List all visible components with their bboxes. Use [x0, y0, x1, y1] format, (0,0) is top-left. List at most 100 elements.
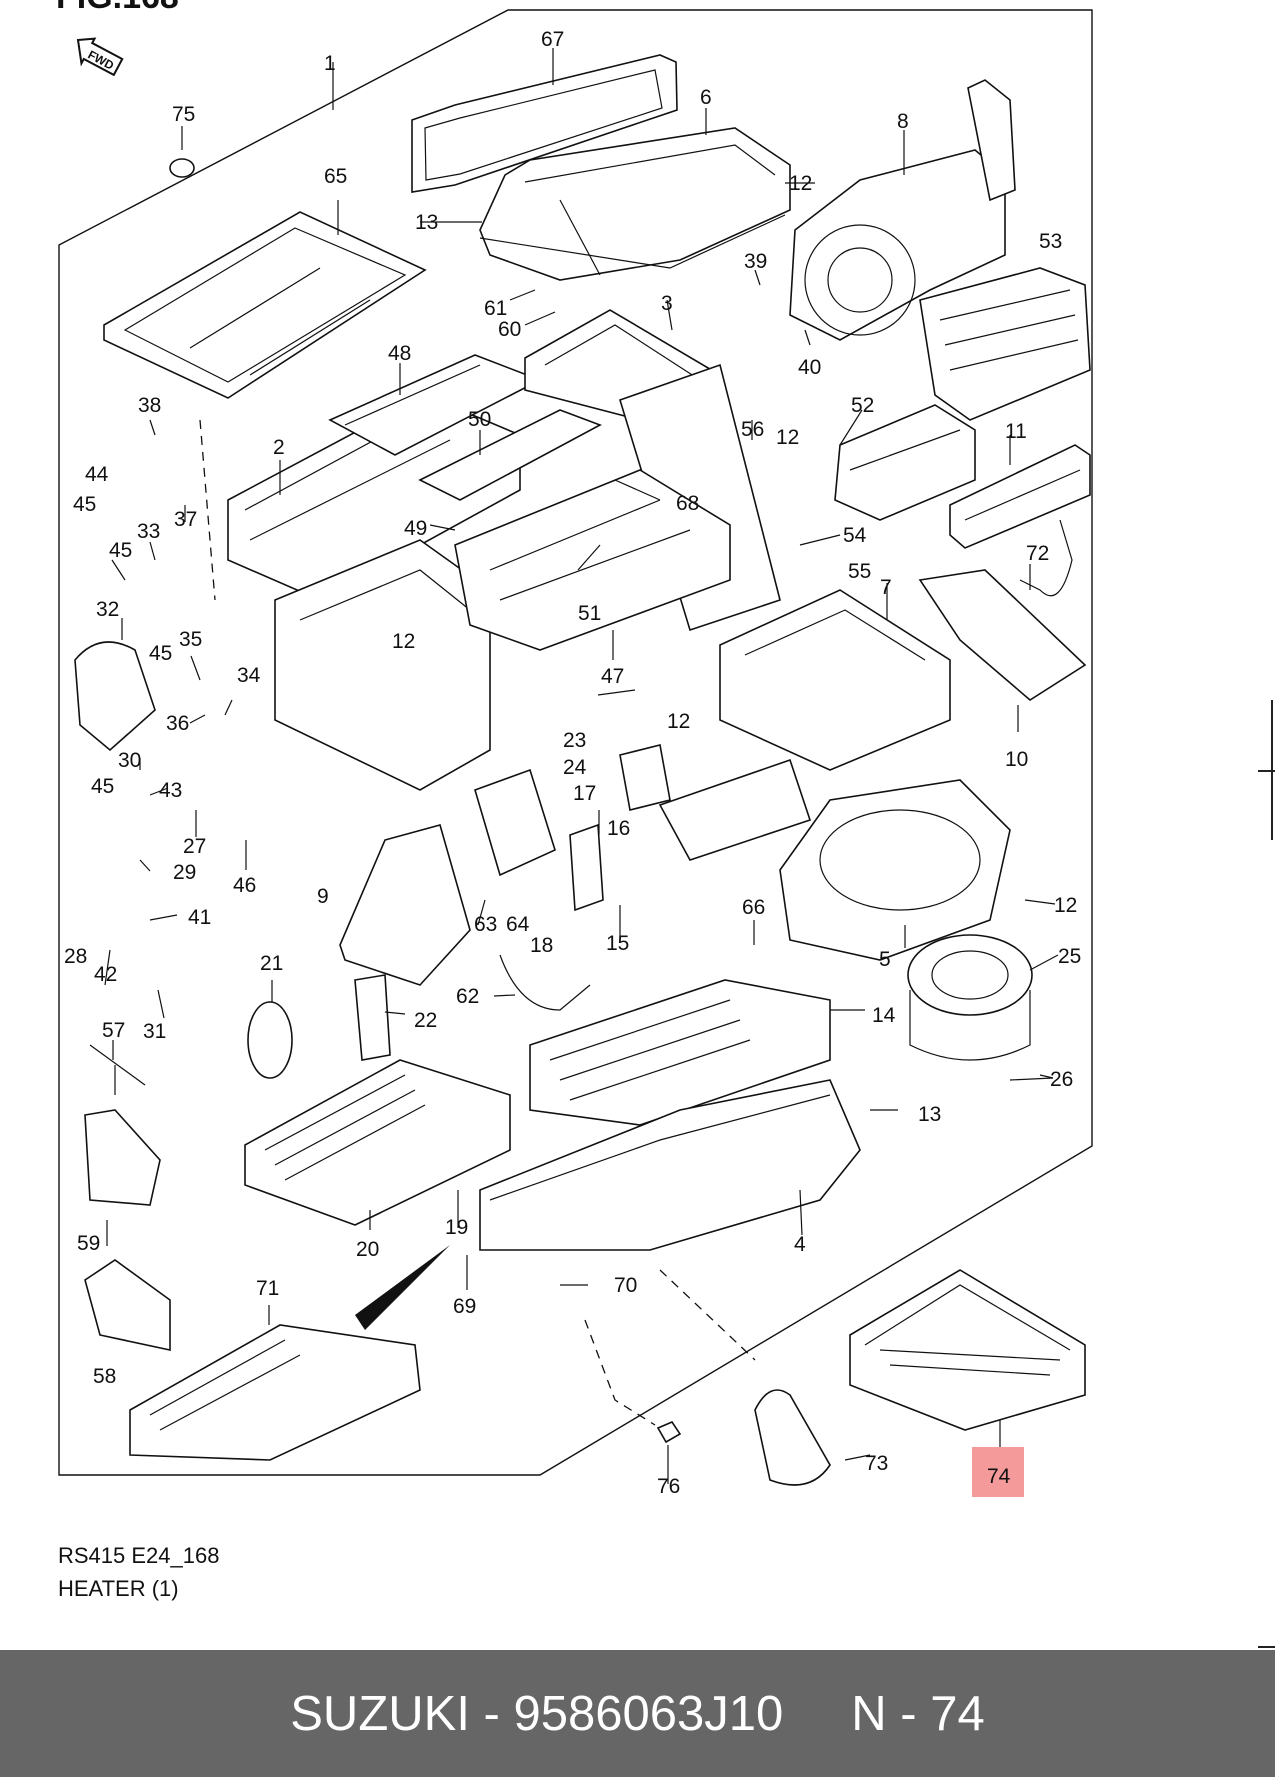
callout-7: 7	[880, 576, 892, 599]
part-11	[949, 444, 1091, 549]
callout-20: 20	[356, 1238, 379, 1261]
callout-12e: 12	[1054, 894, 1077, 917]
callout-15: 15	[606, 932, 629, 955]
callout-36: 36	[166, 712, 189, 735]
callout-71: 71	[256, 1277, 279, 1300]
assembly-boundary	[58, 9, 1093, 1476]
callout-38: 38	[138, 394, 161, 417]
callout-labels: 1 2 3 4 5 6 7 8 9 10 11 12 12 12 12 12 1…	[64, 28, 1081, 1498]
part-drawings	[74, 54, 1091, 1486]
callout-51: 51	[578, 602, 601, 625]
callout-13b: 13	[918, 1103, 941, 1126]
part-2-heater-case	[227, 354, 602, 791]
callout-74: 74	[987, 1465, 1011, 1488]
callout-73: 73	[865, 1452, 888, 1475]
part-4-lower-case	[479, 1079, 861, 1251]
callout-54: 54	[843, 524, 867, 547]
fwd-arrow-icon: FWD	[76, 37, 124, 77]
edge-mark-tick	[1258, 770, 1275, 772]
callout-68: 68	[676, 492, 699, 515]
callout-2: 2	[273, 436, 285, 459]
part-62-harness	[499, 954, 591, 1011]
part-14-evaporator	[529, 979, 831, 1126]
callout-37: 37	[174, 508, 197, 531]
callout-11: 11	[1005, 420, 1027, 443]
callout-58: 58	[93, 1365, 116, 1388]
callout-49: 49	[404, 517, 427, 540]
part-20-heater-core	[244, 1059, 511, 1226]
callout-25: 25	[1058, 945, 1081, 968]
callout-33: 33	[137, 520, 160, 543]
callout-44: 44	[85, 463, 109, 486]
callout-34: 34	[237, 664, 261, 687]
part-7-blower-upper	[719, 569, 1087, 771]
part-67-duct-frame	[411, 54, 678, 193]
edge-mark-bottom	[1258, 1646, 1275, 1648]
part-76-nut	[656, 1421, 682, 1444]
callout-5: 5	[879, 948, 891, 971]
callout-70: 70	[614, 1274, 637, 1297]
callout-9: 9	[317, 885, 329, 908]
callout-45d: 45	[91, 775, 114, 798]
callout-45c: 45	[149, 642, 172, 665]
callout-62: 62	[456, 985, 479, 1008]
part-17-valve	[569, 823, 604, 912]
part-5-blower-lower	[779, 779, 1011, 961]
leader-lines	[104, 48, 1059, 1484]
part-73-tool	[754, 1389, 831, 1486]
callout-12d: 12	[667, 710, 690, 733]
callout-4: 4	[794, 1233, 806, 1256]
callout-45a: 45	[73, 493, 96, 516]
part-47-51-tray	[454, 469, 731, 651]
part-75-clip	[169, 158, 195, 178]
part-3-evap-case	[524, 309, 781, 632]
callout-29: 29	[173, 861, 196, 884]
callout-40: 40	[798, 356, 821, 379]
callout-67: 67	[541, 28, 564, 51]
part-23-resistor	[619, 744, 671, 811]
callout-55: 55	[848, 560, 871, 583]
caption-title: HEATER (1)	[58, 1576, 179, 1601]
footer-bar: SUZUKI - 9586063J10 N - 74	[0, 1650, 1275, 1777]
part-52-filter	[834, 404, 976, 521]
callout-13a: 13	[415, 211, 438, 234]
callout-30: 30	[118, 749, 141, 772]
part-65-filter-tray	[103, 211, 427, 399]
callout-31: 31	[143, 1020, 166, 1043]
part-9-duct	[339, 824, 471, 986]
parts-diagram: FIG.168 FWD	[56, 0, 1093, 1498]
callout-16: 16	[607, 817, 630, 840]
part-72-harness	[1019, 519, 1073, 597]
callout-27: 27	[183, 835, 206, 858]
callout-41: 41	[188, 906, 211, 929]
callout-63: 63	[474, 913, 497, 936]
part-6-upper-duct	[479, 127, 791, 281]
callout-19: 19	[445, 1216, 468, 1239]
callout-14: 14	[872, 1004, 896, 1027]
caption-code: RS415 E24_168	[58, 1543, 220, 1568]
callout-65: 65	[324, 165, 347, 188]
callout-60: 60	[498, 318, 521, 341]
callout-57: 57	[102, 1019, 125, 1042]
callout-52: 52	[851, 394, 874, 417]
callout-12a: 12	[789, 172, 812, 195]
callout-48: 48	[388, 342, 411, 365]
part-57-rod	[89, 1044, 146, 1086]
callout-23: 23	[563, 729, 586, 752]
part-63-64-seal	[474, 768, 556, 877]
part-25-fan	[907, 934, 1033, 1061]
part-32-actuator	[74, 641, 156, 752]
callout-12b: 12	[776, 426, 799, 449]
callout-10: 10	[1005, 748, 1028, 771]
callout-1: 1	[324, 52, 336, 75]
part-8-53-blower-case	[789, 79, 1091, 421]
callout-56: 56	[741, 418, 764, 441]
callout-45b: 45	[109, 539, 132, 562]
callout-32: 32	[96, 598, 119, 621]
pointer-wedge	[355, 1245, 450, 1330]
callout-24: 24	[563, 756, 587, 779]
callout-8: 8	[897, 110, 909, 133]
callout-69: 69	[453, 1295, 476, 1318]
callout-22: 22	[414, 1009, 437, 1032]
callout-39: 39	[744, 250, 767, 273]
